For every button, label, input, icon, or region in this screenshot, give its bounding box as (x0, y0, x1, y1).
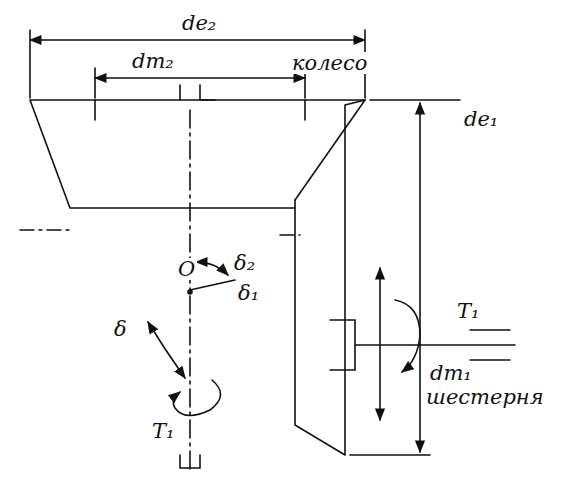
dimension-label: dm₁ (428, 362, 474, 384)
wheel-outline (30, 100, 365, 208)
wheel-hub (95, 100, 305, 120)
moment-arrow (395, 300, 420, 372)
angle-arc (196, 262, 228, 275)
dimension-label: dm₂ (130, 50, 176, 72)
hub-symbol (180, 85, 215, 100)
dimension-label: de₂ (180, 12, 218, 34)
angle-label: δ₂ (232, 252, 257, 274)
angle-label: δ₁ (236, 282, 261, 304)
pinion-outline (295, 100, 365, 455)
part-name: колесо (290, 52, 369, 74)
center-point (188, 290, 192, 294)
axis-line (190, 280, 235, 290)
torque-label: T₁ (150, 420, 176, 442)
angle-arc (148, 322, 185, 378)
axis-line (20, 230, 300, 235)
extension-line (350, 454, 430, 456)
moment-arrow (173, 380, 220, 416)
part-name: шестерня (424, 386, 546, 408)
point-label: O (176, 258, 197, 280)
dimension-line (379, 268, 381, 420)
extension-line (370, 99, 460, 101)
shaft-symbol (330, 320, 515, 370)
dimension-label: de₁ (462, 108, 500, 130)
torque-label: T₁ (455, 300, 481, 322)
dimension-line (95, 77, 305, 79)
dimension-line (30, 39, 365, 41)
shaft-symbol (180, 455, 200, 468)
angle-label: δ (112, 318, 129, 340)
dimension-line (419, 103, 421, 452)
